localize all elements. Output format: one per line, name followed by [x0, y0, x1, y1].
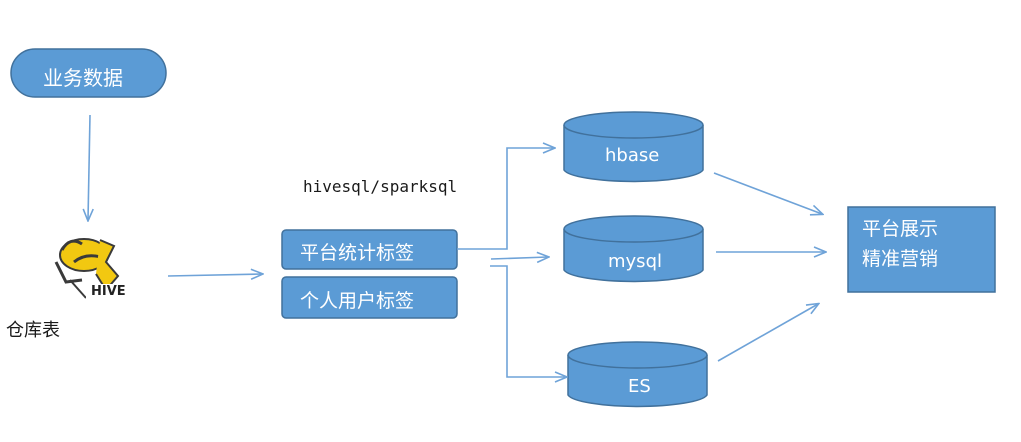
mysql-cylinder: [563, 215, 704, 283]
arrow-hbase-to-display: [713, 172, 822, 214]
warehouse-label: 仓库表: [6, 320, 60, 341]
business-data-label: 业务数据: [43, 66, 123, 90]
hbase-label: hbase: [605, 145, 660, 166]
display-line2-label: 精准营销: [862, 248, 939, 270]
personal-user-tags-node: [281, 276, 458, 319]
mysql-label: mysql: [608, 251, 662, 272]
arrow-es-to-display: [717, 304, 818, 362]
display-marketing-node: [847, 206, 996, 293]
arrow-tags-to-hbase: [457, 148, 554, 250]
query-label: hivesql/sparksql: [303, 177, 458, 196]
display-line1-label: 平台展示: [862, 218, 939, 240]
es-cylinder: [567, 341, 708, 408]
hive-logo-text: HIVE: [91, 284, 126, 299]
arrow-hive-to-tags: [167, 274, 262, 276]
hive-logo-icon: [54, 238, 132, 300]
arrow-business-to-hive: [88, 114, 90, 220]
hbase-cylinder: [563, 111, 704, 183]
platform-stats-tags-label: 平台统计标签: [300, 242, 415, 264]
personal-user-tags-label: 个人用户标签: [300, 290, 415, 312]
es-label: ES: [628, 376, 651, 397]
arrow-tags-to-es: [490, 265, 566, 377]
business-data-node: [10, 48, 167, 98]
arrow-tags-to-mysql: [490, 257, 548, 259]
